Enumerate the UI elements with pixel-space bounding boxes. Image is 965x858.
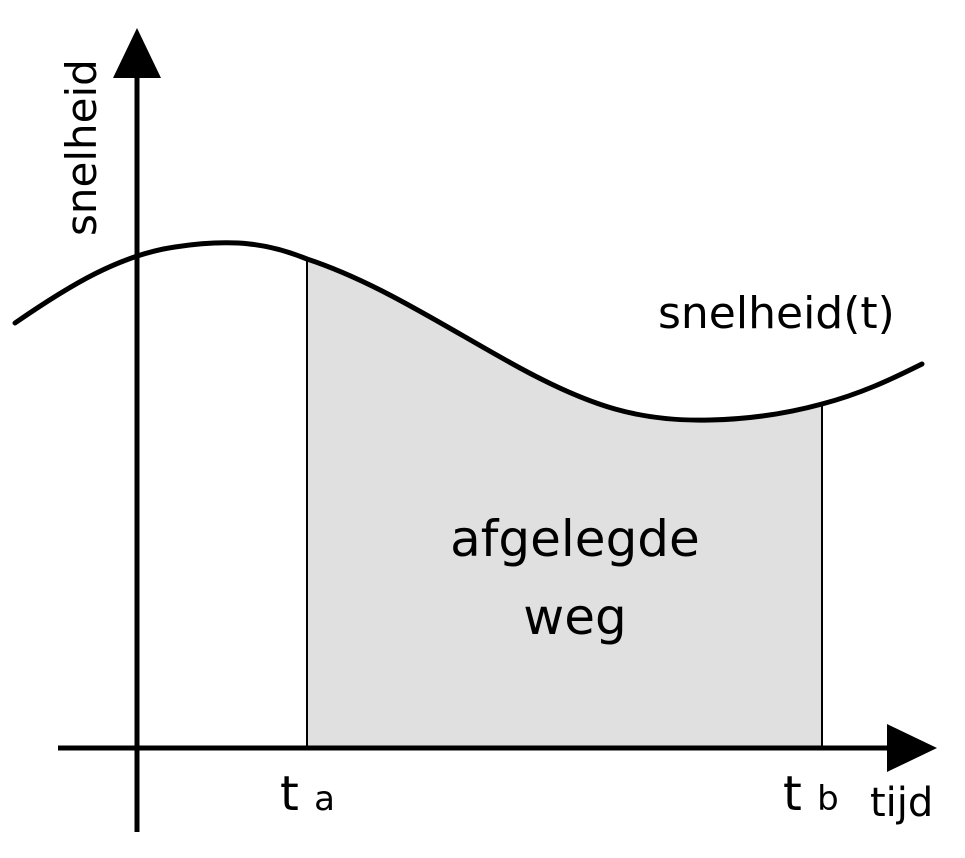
y-axis-label: snelheid (57, 59, 106, 236)
speed-curve (12, 240, 925, 423)
curve-label: snelheid(t) (658, 288, 895, 339)
x-axis-label: tijd (870, 780, 933, 826)
x-axis-arrowhead (887, 724, 937, 772)
area-label-line2: weg (523, 588, 626, 646)
tb-label-base: t (783, 766, 802, 822)
tb-label: t b (783, 766, 839, 822)
distance-area (307, 259, 822, 748)
ta-label-sub: a (314, 779, 335, 819)
ta-label: t a (280, 766, 335, 822)
ta-label-base: t (280, 766, 299, 822)
area-label-line1: afgelegde (450, 510, 700, 568)
y-axis-arrowhead (113, 28, 161, 78)
tb-label-sub: b (817, 779, 839, 819)
